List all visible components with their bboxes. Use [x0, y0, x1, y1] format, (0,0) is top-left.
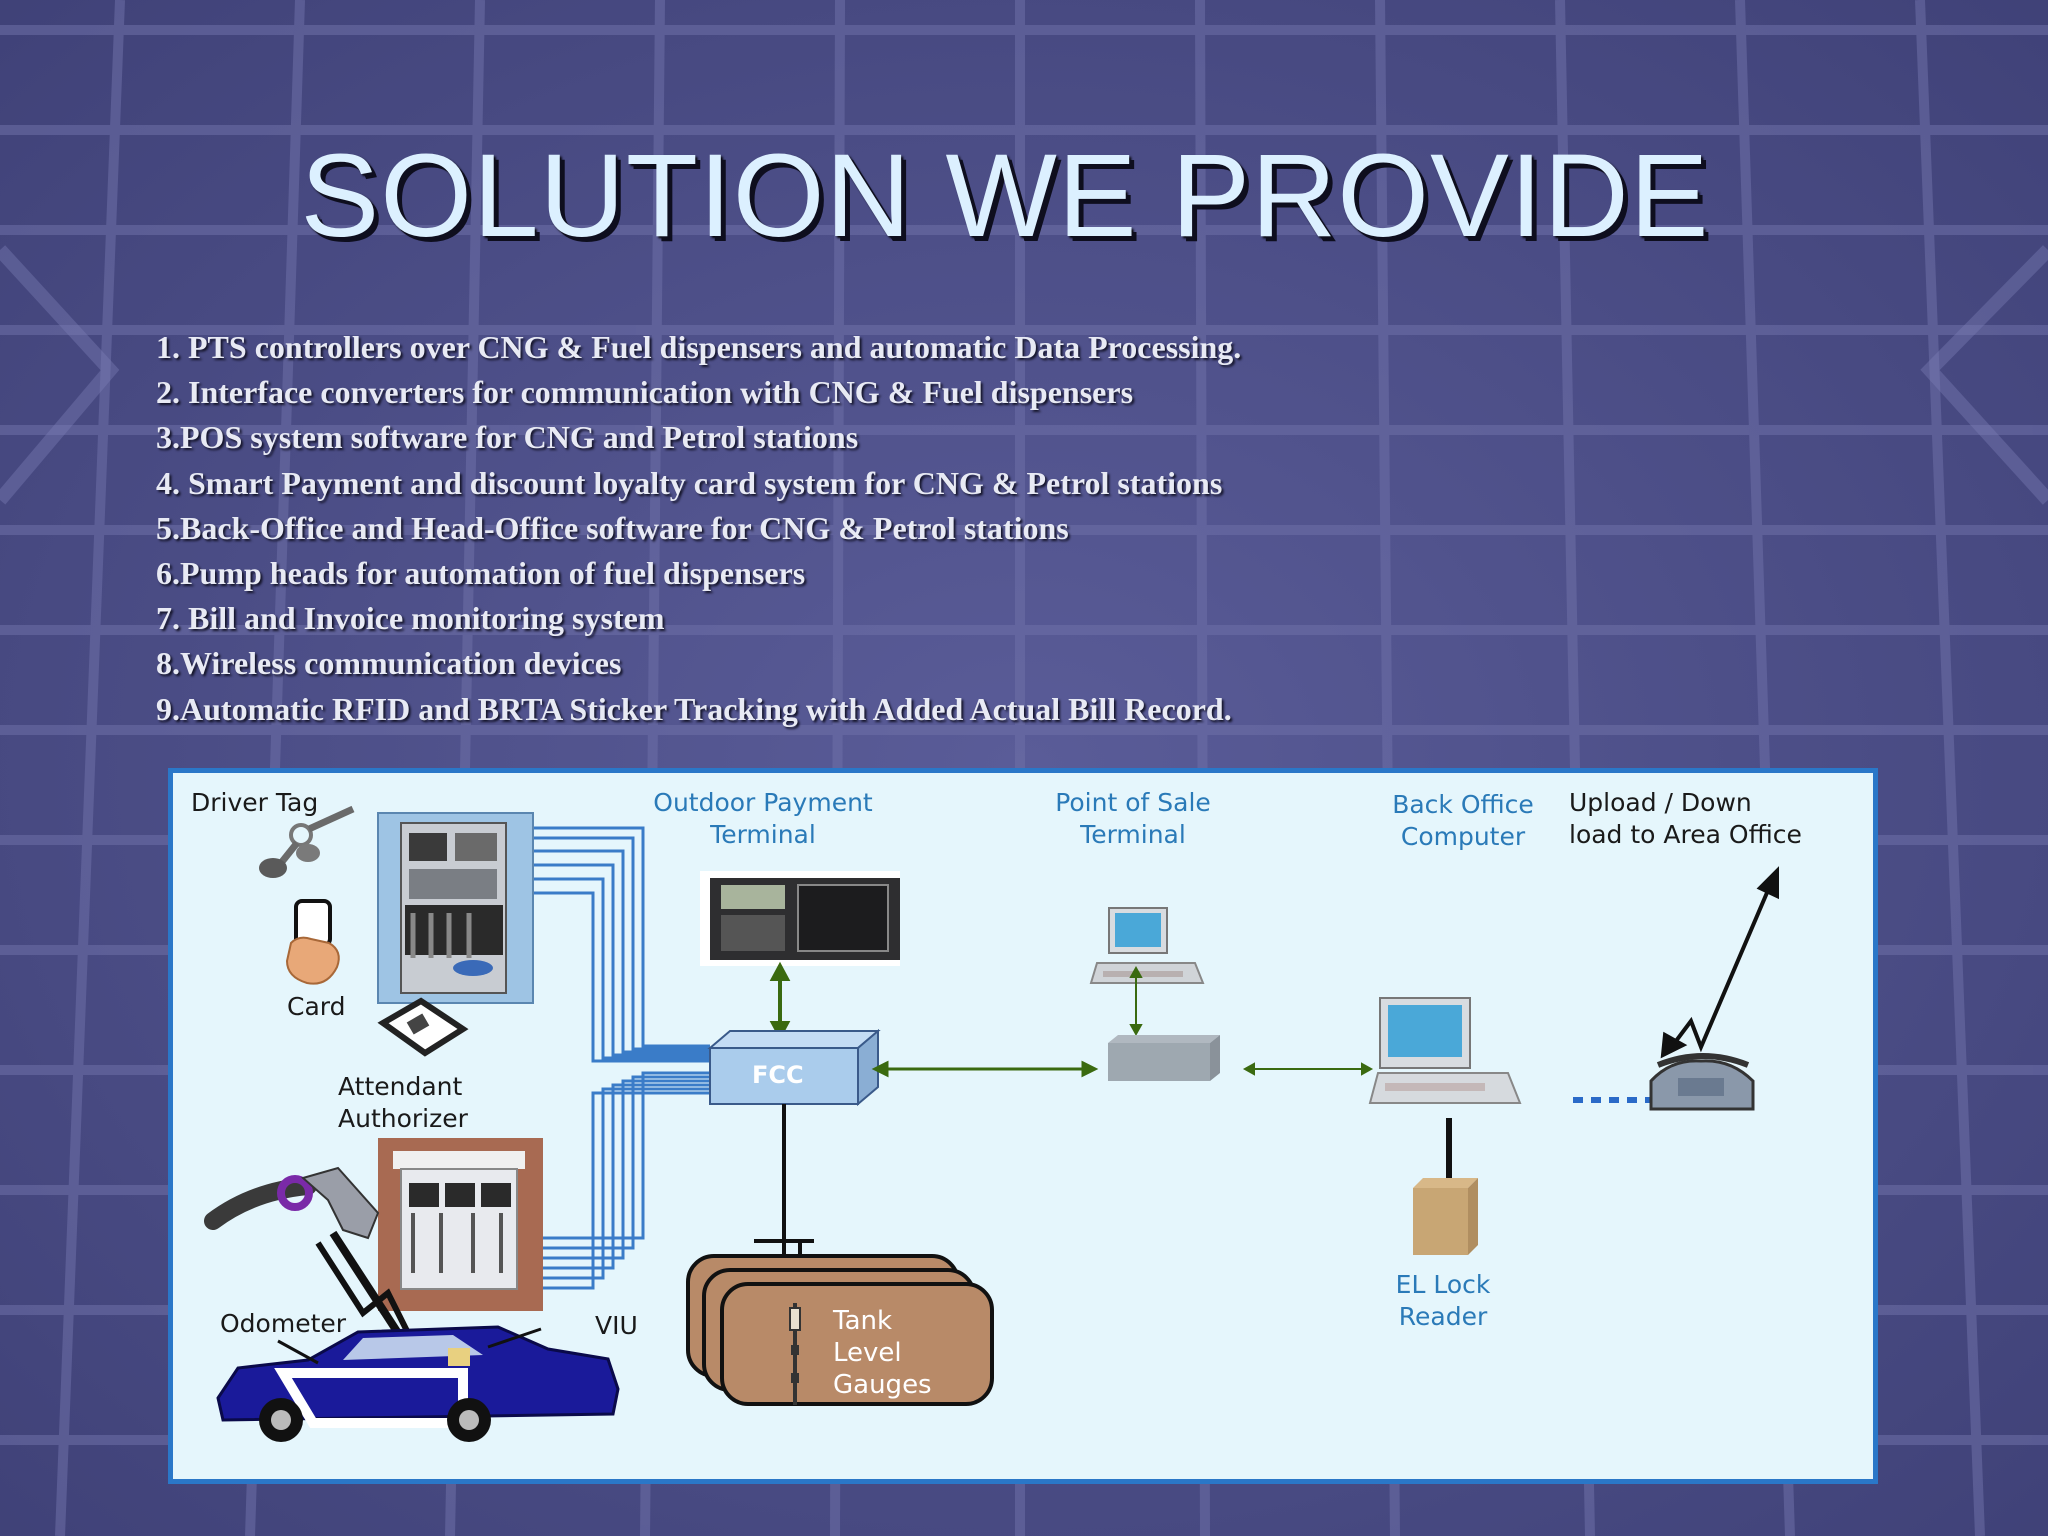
connector-arrow	[871, 1060, 1099, 1078]
tank-label-line1: Tank	[833, 1306, 893, 1336]
list-item: 6.Pump heads for automation of fuel disp…	[156, 555, 806, 592]
outdoor-terminal-label-line2: Terminal	[710, 820, 816, 849]
connector-arrow	[1242, 1062, 1374, 1076]
driver-tag-label: Driver Tag	[191, 788, 319, 817]
dispenser-wires	[533, 826, 710, 1290]
tank-gauges-icon	[686, 1254, 994, 1406]
solutions-list: 1. PTS controllers over CNG & Fuel dispe…	[156, 325, 1241, 732]
backoffice-label-line2: Computer	[1400, 822, 1526, 851]
authorizer-device-icon	[377, 997, 469, 1057]
pos-computer-icon	[1089, 907, 1205, 984]
upload-label-line1: Upload / Down	[1569, 788, 1752, 817]
connector-arrow	[769, 961, 791, 1041]
tank-label-line2: Level	[833, 1338, 902, 1368]
upload-label-line2: load to Area Office	[1569, 820, 1802, 849]
page-title: SOLUTION WE PROVIDE	[300, 130, 1710, 262]
pos-label-line2: Terminal	[1080, 820, 1186, 849]
outdoor-terminal-label-line1: Outdoor Payment	[653, 788, 873, 817]
payment-terminal-icon	[700, 871, 900, 966]
telephone-icon	[1649, 1053, 1755, 1111]
car-icon	[216, 1325, 620, 1442]
card-hand-icon	[285, 899, 340, 985]
list-item: 2. Interface converters for communicatio…	[156, 374, 1134, 411]
list-item: 8.Wireless communication devices	[156, 645, 622, 682]
el-lock-label-line1: EL Lock	[1395, 1270, 1491, 1299]
fuel-dispenser-icon	[377, 812, 534, 1004]
system-diagram: Driver Tag Card Attendant Authorizer Odo…	[168, 768, 1878, 1484]
attendant-label-line2: Authorizer	[338, 1104, 468, 1133]
el-lock-reader-icon	[1413, 1178, 1478, 1255]
viu-label: VIU	[595, 1311, 638, 1340]
attendant-label-line1: Attendant	[338, 1072, 463, 1101]
upload-arrow	[1660, 866, 1779, 1059]
diagram-canvas	[204, 805, 1779, 1442]
fcc-box-icon	[707, 1028, 881, 1107]
keys-icon	[259, 805, 355, 878]
list-item: 1. PTS controllers over CNG & Fuel dispe…	[156, 329, 1242, 365]
tank-link	[754, 1104, 814, 1268]
list-item: 5.Back-Office and Head-Office software f…	[156, 509, 1069, 546]
odometer-label: Odometer	[220, 1309, 347, 1338]
backoffice-computer-icon	[1368, 997, 1522, 1181]
fuel-dispenser-icon	[378, 1138, 543, 1311]
backoffice-label-line1: Back Office	[1392, 790, 1534, 819]
card-label: Card	[287, 992, 346, 1021]
list-item: 3.POS system software for CNG and Petrol…	[156, 419, 859, 456]
list-item: 9.Automatic RFID and BRTA Sticker Tracki…	[156, 690, 1232, 727]
tank-label-line3: Gauges	[833, 1370, 932, 1400]
fcc-label: FCC	[752, 1061, 804, 1089]
connector-arrow	[1129, 965, 1143, 1037]
list-item: 4. Smart Payment and discount loyalty ca…	[156, 464, 1223, 501]
list-item: 7. Bill and Invoice monitoring system	[156, 600, 665, 637]
el-lock-label-line2: Reader	[1398, 1302, 1488, 1331]
pos-label-line1: Point of Sale	[1055, 788, 1211, 817]
pos-unit-icon	[1108, 1035, 1220, 1081]
